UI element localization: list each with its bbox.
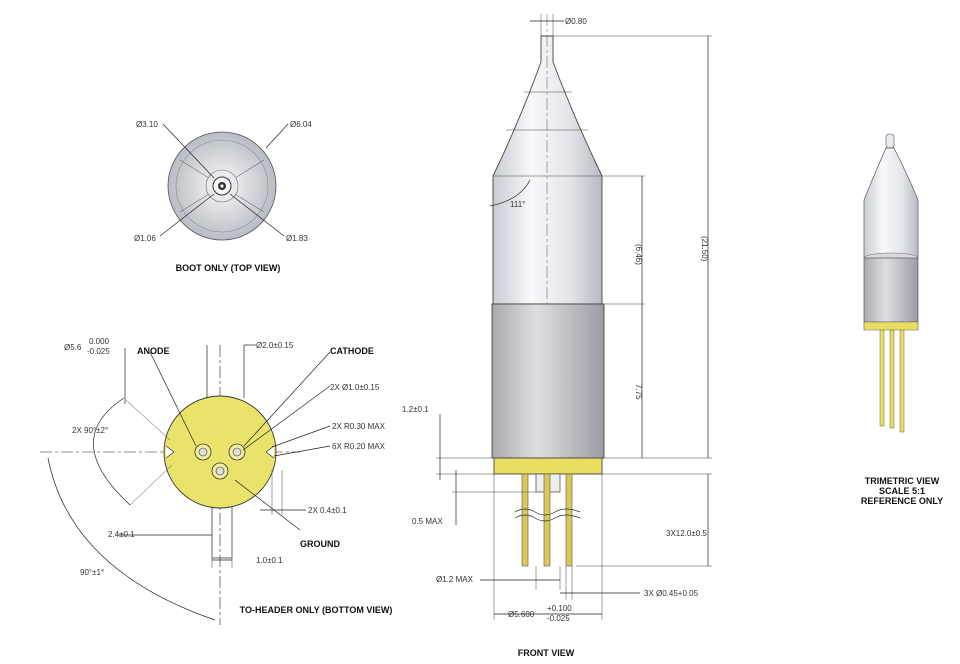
- front-view: Ø0.80 111° (6.46) (21.50) 7.75 1.2±0.1 0…: [402, 14, 712, 658]
- dim-f-05: 0.5 MAX: [412, 517, 443, 526]
- dim-b-d10: 2X Ø1.0±0.15: [330, 383, 380, 392]
- dim-f-2150: (21.50): [700, 236, 709, 262]
- bottom-view: Ø5.6 0.000 -0.025 ANODE Ø2.0±0.15 CATHOD…: [40, 337, 392, 625]
- label-boot-top-view: BOOT ONLY (TOP VIEW): [176, 263, 281, 273]
- dim-b-90: 90°±1°: [80, 568, 104, 577]
- dim-f-3x045: 3X Ø0.45+0.05: [644, 589, 699, 598]
- dim-top-d604: Ø6.04: [290, 120, 312, 129]
- label-trimetric-3: REFERENCE ONLY: [861, 496, 943, 506]
- dim-b-r020: 6X R0.20 MAX: [332, 442, 386, 451]
- trimetric-view: TRIMETRIC VIEW SCALE 5:1 REFERENCE ONLY: [861, 133, 943, 506]
- boot-top-view: Ø3.10 Ø6.04 Ø1.06 Ø1.83 BOOT ONLY (TOP V…: [134, 120, 312, 273]
- dim-b-10: 1.0±0.1: [256, 556, 283, 565]
- dim-b-tol-hi: 0.000: [89, 337, 110, 346]
- dim-f-111: 111°: [510, 200, 525, 209]
- dim-b-d20: Ø2.0±0.15: [256, 341, 294, 350]
- dim-f-12: 1.2±0.1: [402, 405, 429, 414]
- dim-top-d310: Ø3.10: [136, 120, 158, 129]
- dim-f-646: (6.46): [634, 244, 643, 265]
- dim-top-d183: Ø1.83: [286, 234, 308, 243]
- dim-f-tol-lo: -0.025: [547, 614, 570, 623]
- dim-b-tol-lo: -0.025: [87, 347, 110, 356]
- label-trimetric-1: TRIMETRIC VIEW: [865, 476, 940, 486]
- dim-b-ang: 2X 90°±2°: [72, 426, 108, 435]
- label-cathode: CATHODE: [330, 346, 374, 356]
- dim-f-3x12: 3X12.0±0.5: [666, 529, 707, 538]
- dim-f-5600: Ø5.600: [508, 610, 535, 619]
- label-anode: ANODE: [137, 346, 170, 356]
- dim-b-d56: Ø5.6: [64, 343, 82, 352]
- dim-f-775: 7.75: [634, 384, 643, 400]
- dim-b-24: 2.4±0.1: [108, 530, 135, 539]
- label-bottom-view: TO-HEADER ONLY (BOTTOM VIEW): [240, 605, 393, 615]
- label-trimetric-2: SCALE 5:1: [879, 486, 925, 496]
- dim-b-04: 2X 0.4±0.1: [308, 506, 347, 515]
- dim-top-d106: Ø1.06: [134, 234, 156, 243]
- dim-f-080: Ø0.80: [565, 17, 587, 26]
- label-front-view: FRONT VIEW: [518, 648, 575, 658]
- dim-b-r030: 2X R0.30 MAX: [332, 422, 386, 431]
- label-ground: GROUND: [300, 539, 340, 549]
- dim-f-12max: Ø1.2 MAX: [436, 575, 474, 584]
- dim-f-tol-hi: +0.100: [547, 604, 572, 613]
